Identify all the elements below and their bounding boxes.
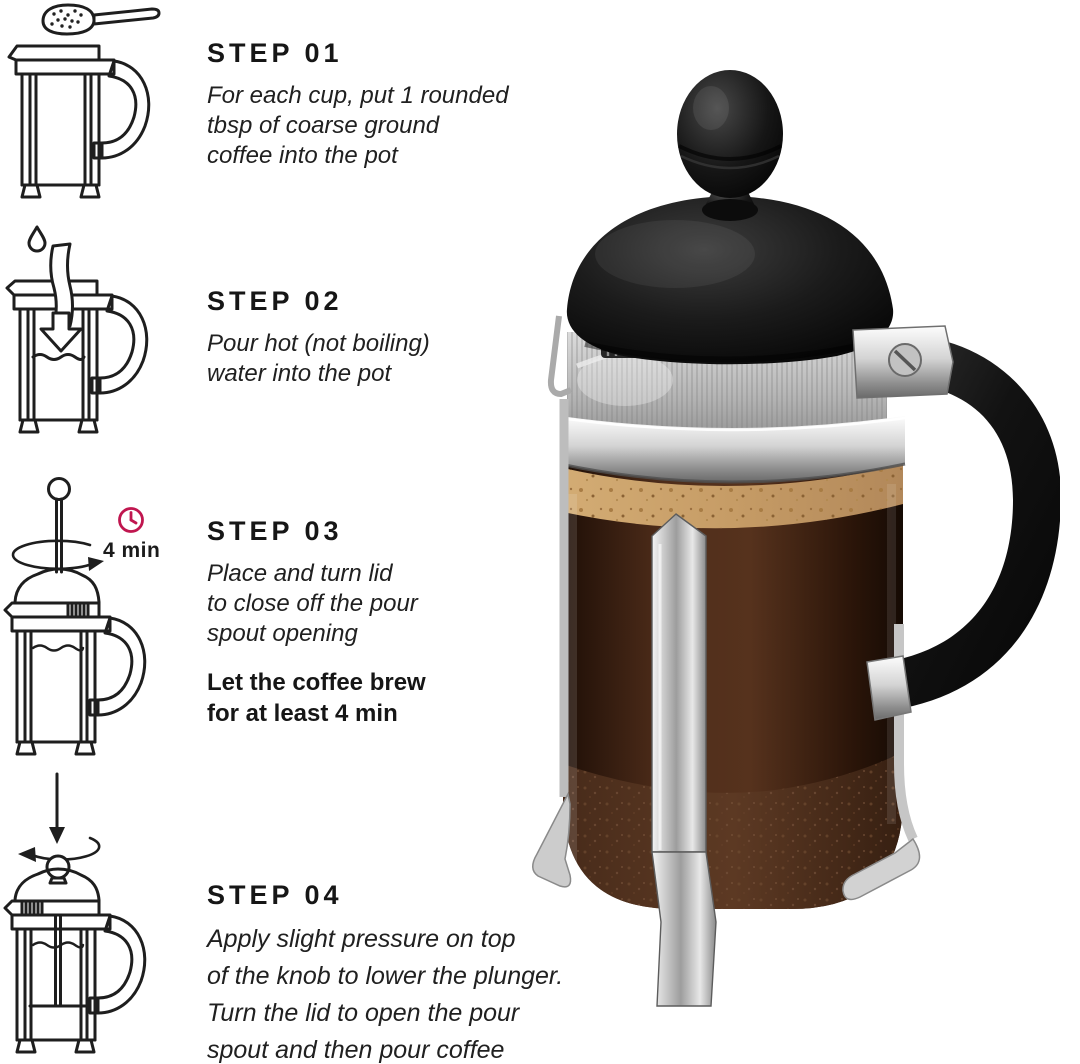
product-frame-legs	[532, 399, 921, 1007]
step-2-illustration-pour-water-icon	[5, 225, 149, 434]
step-3-brew-note: Let the coffee brew for at least 4 min	[207, 669, 426, 727]
water-level-line	[31, 353, 86, 361]
step-4-title: STEP 04	[207, 880, 343, 910]
timer-label: 4 min	[103, 539, 161, 562]
product-chrome-band	[559, 416, 906, 484]
step-4-body: Apply slight pressure on top of the knob…	[207, 925, 564, 1064]
step-3: STEP 03 Place and turn lid to close off …	[207, 516, 567, 729]
product-coffee	[563, 434, 903, 909]
step-2: STEP 02 Pour hot (not boiling) water int…	[207, 286, 567, 389]
product-handle-bracket	[852, 325, 954, 721]
step-1-illustration-coffee-scoop-over-pot-icon	[7, 3, 161, 199]
pot-outline	[5, 279, 149, 434]
step-1-body: For each cup, put 1 rounded tbsp of coar…	[207, 82, 509, 169]
timer-clock-icon	[118, 507, 144, 533]
water-drop-icon	[27, 225, 47, 253]
pot-outline	[3, 567, 147, 756]
brew-timer: 4 min	[103, 504, 193, 563]
down-arrow-icon	[39, 311, 83, 353]
product-handle	[867, 334, 1060, 710]
product-knob	[677, 70, 783, 221]
rotate-arrow-icon	[18, 836, 101, 862]
step-3-title: STEP 03	[207, 516, 343, 546]
plunger-knob	[47, 477, 71, 501]
step-2-title: STEP 02	[207, 286, 343, 316]
french-press-photo	[532, 70, 1060, 1007]
step-3-body: Place and turn lid to close off the pour…	[207, 560, 418, 647]
coffee-scoop-icon	[41, 3, 161, 36]
step-2-body: Pour hot (not boiling) water into the po…	[207, 330, 430, 387]
product-lid	[566, 196, 894, 365]
step-3-illustration-turn-lid-icon	[3, 477, 147, 756]
step-1: STEP 01 For each cup, put 1 rounded tbsp…	[207, 38, 567, 171]
step-4: STEP 04 Apply slight pressure on top of …	[207, 880, 687, 1064]
pot-outline	[7, 44, 151, 199]
press-down-arrow-icon	[49, 772, 65, 844]
rotate-arrow-icon	[11, 539, 104, 571]
step-4-illustration-press-plunger-icon	[3, 772, 147, 1054]
pot-outline	[3, 854, 147, 1054]
step-1-title: STEP 01	[207, 38, 343, 68]
